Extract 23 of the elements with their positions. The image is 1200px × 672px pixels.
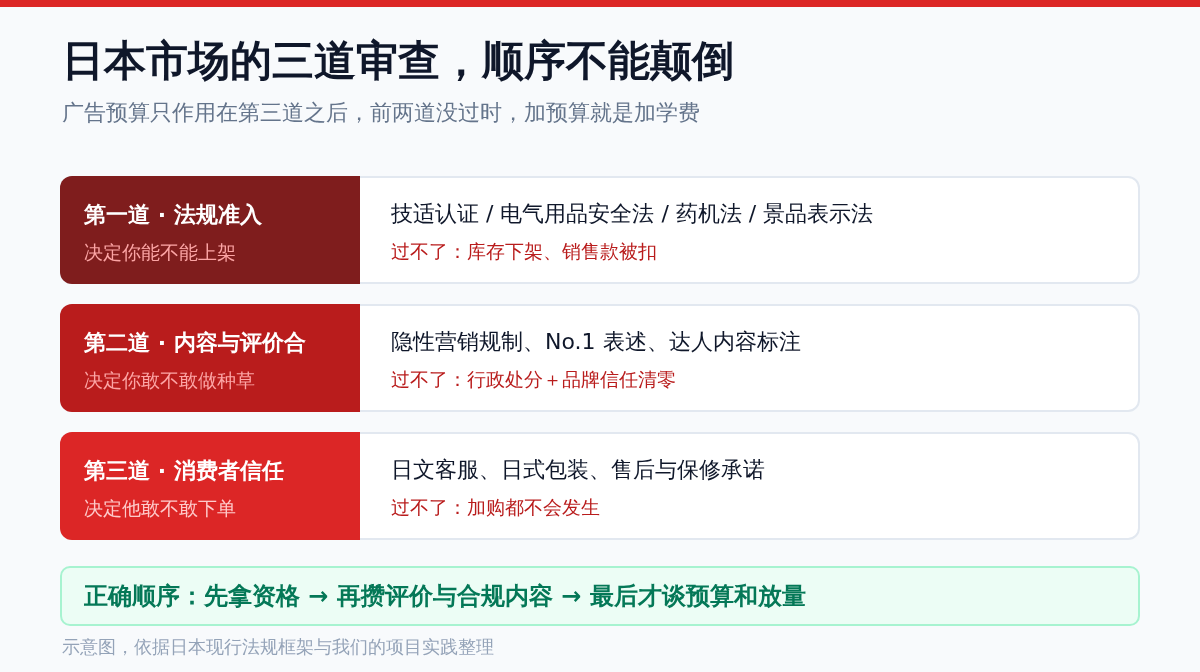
failure-text: 过不了：库存下架、销售款被扣 — [391, 239, 657, 264]
stage-heading: 第二道 · 内容与评价合 — [84, 329, 306, 357]
stage-subtitle: 决定他敢不敢下单 — [84, 496, 236, 521]
requirement-text: 隐性营销规制、No.1 表述、达人内容标注 — [391, 328, 801, 356]
failure-text: 过不了：行政处分＋品牌信任清零 — [391, 367, 676, 392]
stage-subtitle: 决定你敢不敢做种草 — [84, 368, 255, 393]
stage-heading: 第三道 · 消费者信任 — [84, 457, 284, 485]
stage-heading: 第一道 · 法规准入 — [84, 201, 262, 229]
requirement-text: 技适认证 / 电气用品安全法 / 药机法 / 景品表示法 — [391, 200, 874, 228]
title: 日本市场的三道审查，顺序不能颠倒 — [62, 36, 734, 87]
summary-banner — [60, 566, 1140, 626]
stage-panel — [60, 432, 360, 540]
summary-text: 正确顺序：先拿资格 → 再攒评价与合规内容 → 最后才谈预算和放量 — [84, 581, 806, 612]
footnote: 示意图，依据日本现行法规框架与我们的项目实践整理 — [62, 635, 494, 659]
stage-card — [60, 304, 1140, 412]
stage-panel — [60, 304, 360, 412]
stage-subtitle: 决定你能不能上架 — [84, 240, 236, 265]
subtitle: 广告预算只作用在第三道之后，前两道没过时，加预算就是加学费 — [62, 99, 700, 127]
failure-text: 过不了：加购都不会发生 — [391, 495, 600, 520]
requirement-text: 日文客服、日式包装、售后与保修承诺 — [391, 456, 765, 484]
stage-card — [60, 176, 1140, 284]
stage-panel — [60, 176, 360, 284]
stage-card — [60, 432, 1140, 540]
